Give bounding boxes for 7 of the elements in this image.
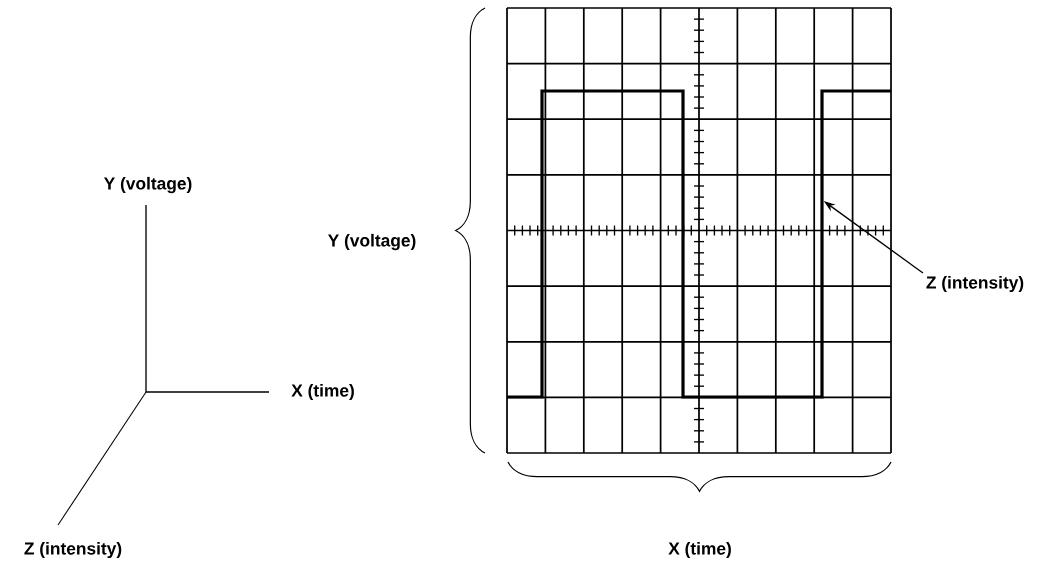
axis-label: X (time) bbox=[291, 383, 354, 401]
axis-label: Y (voltage) bbox=[104, 176, 192, 194]
callout-label: Z (intensity) bbox=[926, 275, 1024, 293]
axis-label: Y (voltage) bbox=[328, 233, 416, 251]
axis-label: Z (intensity) bbox=[24, 541, 122, 559]
waveform-trace bbox=[507, 89, 891, 399]
axis-label: X (time) bbox=[668, 541, 731, 559]
